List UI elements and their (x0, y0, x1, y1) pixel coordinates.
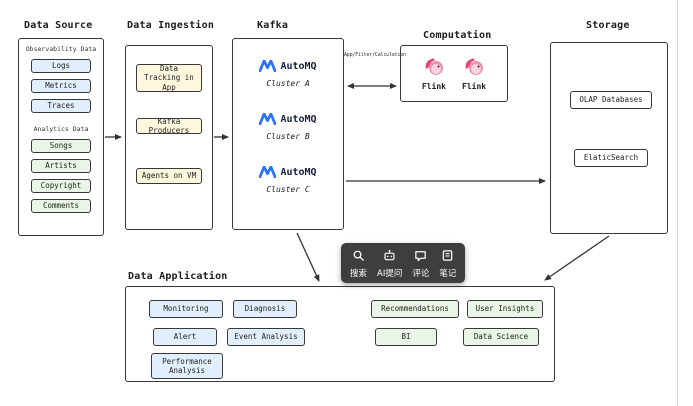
automq-brand-label: AutoMQ (280, 167, 317, 178)
toolbar-note-label: 笔记 (439, 269, 457, 279)
observability-data-label: Observability Data (25, 45, 97, 53)
flink-label: Flink (421, 81, 446, 91)
node-data-tracking-in-app: Data Tracking in App (136, 64, 202, 92)
node-metrics: Metrics (31, 79, 91, 93)
kafka-cluster-a: AutoMQ Cluster A (258, 57, 317, 88)
ai-ask-icon (383, 247, 396, 266)
cluster-c-label: Cluster C (266, 185, 310, 194)
node-kafka-producers: Kafka Producers (136, 117, 202, 135)
flink-squirrel-icon (423, 57, 445, 81)
storage-box: OLAP Databases ElaticSearch (550, 42, 668, 234)
node-bi: BI (375, 328, 437, 346)
floating-toolbar: 搜索 AI提问 评论 笔记 (341, 243, 466, 283)
node-comments: Comments (31, 199, 91, 213)
search-icon (352, 247, 365, 266)
node-performance-analysis: Performance Analysis (151, 353, 223, 379)
note-icon (441, 247, 454, 266)
toolbar-search-label: 搜索 (350, 269, 368, 279)
toolbar-comment-label: 评论 (412, 269, 430, 279)
page-edge-divider (677, 0, 678, 406)
node-logs: Logs (31, 59, 91, 73)
automq-logo-icon (258, 163, 277, 182)
title-storage: Storage (586, 20, 630, 31)
automq-logo-icon (258, 110, 277, 129)
data-application-box: Monitoring Diagnosis Alert Event Analysi… (125, 286, 555, 382)
cluster-a-label: Cluster A (266, 79, 310, 88)
node-diagnosis: Diagnosis (233, 300, 297, 318)
analytics-data-label: Analytics Data (33, 125, 89, 133)
flink-engine-1: Flink (422, 57, 446, 91)
title-computation: Computation (423, 30, 492, 41)
flink-engine-2: Flink (462, 57, 486, 91)
node-elaticsearch: ElaticSearch (574, 149, 648, 167)
node-songs: Songs (31, 139, 91, 153)
toolbar-comment-button[interactable]: 评论 (412, 247, 429, 279)
kafka-cluster-c: AutoMQ Cluster C (258, 163, 317, 194)
node-alert: Alert (153, 328, 217, 346)
node-artists: Artists (31, 159, 91, 173)
title-data-source: Data Source (24, 20, 93, 31)
comment-icon (414, 247, 427, 266)
node-copyright: Copyright (31, 179, 91, 193)
node-agents-on-vm: Agents on VM (136, 168, 202, 184)
toolbar-ai-ask-button[interactable]: AI提问 (377, 247, 402, 279)
toolbar-ai-ask-label: AI提问 (377, 269, 403, 279)
node-traces: Traces (31, 99, 91, 113)
title-data-ingestion: Data Ingestion (127, 20, 215, 31)
data-source-box: Observability Data Logs Metrics Traces A… (18, 38, 104, 236)
kafka-cluster-b: AutoMQ Cluster B (258, 110, 317, 141)
toolbar-note-button[interactable]: 笔记 (439, 247, 456, 279)
node-event-analysis: Event Analysis (227, 328, 305, 346)
automq-brand-label: AutoMQ (280, 114, 317, 125)
flink-squirrel-icon (463, 57, 485, 81)
kafka-computation-arrow-label: App/Filter/Calculation (344, 52, 406, 58)
toolbar-search-button[interactable]: 搜索 (350, 247, 367, 279)
node-olap-databases: OLAP Databases (570, 91, 652, 109)
title-kafka: Kafka (257, 20, 289, 31)
node-data-science: Data Science (463, 328, 539, 346)
computation-box: Flink Flink (400, 45, 508, 102)
kafka-box: AutoMQ Cluster A AutoMQ Cluster B AutoMQ… (232, 38, 344, 230)
node-monitoring: Monitoring (149, 300, 223, 318)
node-user-insights: User Insights (467, 300, 543, 318)
automq-brand-label: AutoMQ (280, 61, 317, 72)
cluster-b-label: Cluster B (266, 132, 310, 141)
automq-logo-icon (258, 57, 277, 76)
node-recommendations: Recommendations (371, 300, 459, 318)
data-ingestion-box: Data Tracking in App Kafka Producers Age… (125, 45, 213, 230)
title-data-application: Data Application (128, 271, 228, 282)
flink-label: Flink (462, 81, 487, 91)
